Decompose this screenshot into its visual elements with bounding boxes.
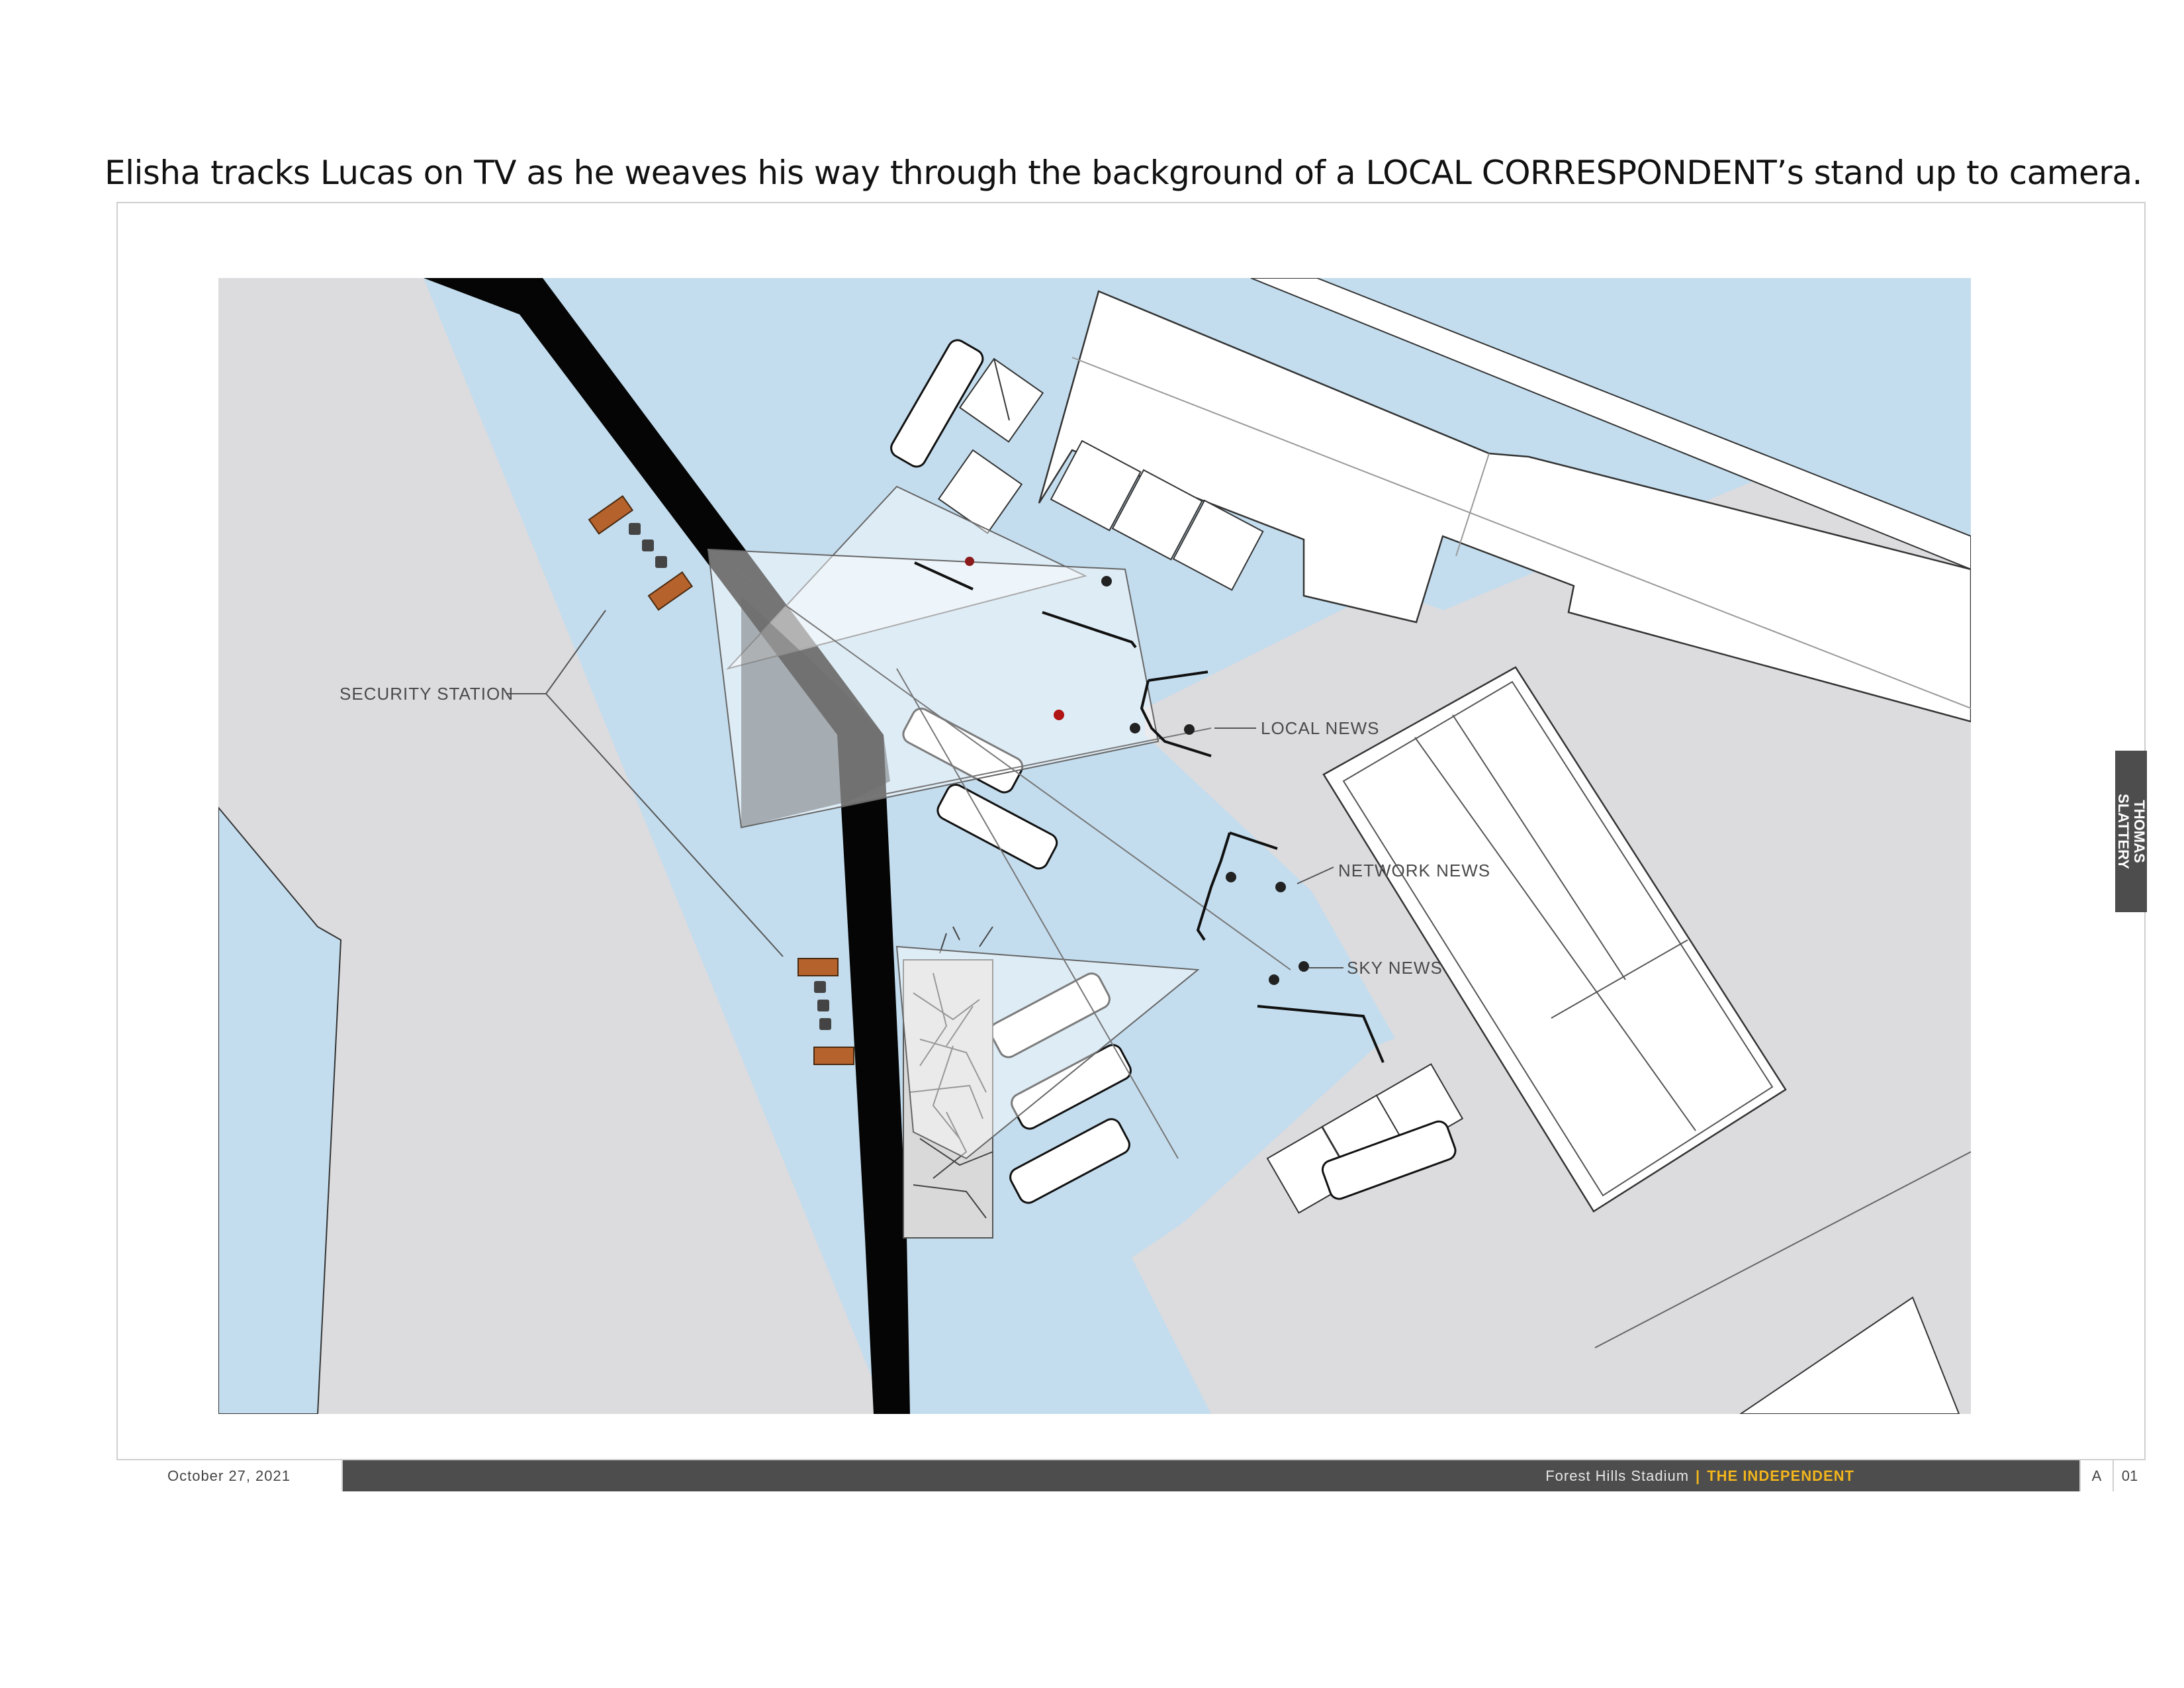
water-right-band bbox=[1251, 278, 1971, 543]
court-line-1 bbox=[1414, 737, 1696, 1131]
truck-bottom-right bbox=[1321, 1120, 1457, 1200]
truck-low-2 bbox=[1011, 1044, 1132, 1130]
sight-lines bbox=[707, 549, 1291, 1159]
tennis-court-inner bbox=[1342, 680, 1774, 1197]
footer-sheet-number: 01 bbox=[2113, 1460, 2146, 1491]
footer-sheet-letter: A bbox=[2079, 1460, 2113, 1491]
stand-rule-2 bbox=[1455, 453, 1490, 557]
author-tab-text: THOMAS SLATTERY bbox=[2115, 794, 2148, 869]
lucas-marker bbox=[1054, 710, 1064, 720]
tent-group-top bbox=[937, 357, 1264, 591]
scene-caption: Elisha tracks Lucas on TV as he weaves h… bbox=[105, 154, 2142, 192]
author-tab: THOMAS SLATTERY bbox=[2115, 751, 2148, 912]
water-left-strip bbox=[218, 806, 342, 1414]
stand-rule-1 bbox=[1071, 357, 1971, 709]
footer-separator: | bbox=[1696, 1467, 1701, 1484]
truck-low-1 bbox=[989, 972, 1111, 1058]
benches bbox=[588, 495, 854, 1065]
court-line-2 bbox=[1452, 714, 1626, 980]
author-last-name: SLATTERY bbox=[2115, 794, 2132, 869]
label-sky-news: SKY NEWS bbox=[1347, 958, 1443, 978]
trucks bbox=[890, 339, 1457, 1204]
bench-bins bbox=[629, 523, 831, 1030]
footer-date: October 27, 2021 bbox=[116, 1460, 343, 1491]
lower-structure bbox=[1739, 1296, 1960, 1414]
truck-top bbox=[890, 339, 984, 468]
ground-left bbox=[218, 278, 887, 1414]
title-block: October 27, 2021 Forest Hills Stadium | … bbox=[116, 1459, 2146, 1491]
tennis-court bbox=[1322, 666, 1787, 1213]
camera-markers bbox=[1101, 576, 1309, 985]
tree-branches bbox=[909, 926, 993, 1219]
author-first-name: THOMAS bbox=[2131, 800, 2148, 863]
frustum-c bbox=[895, 945, 1200, 1160]
label-network-news: NETWORK NEWS bbox=[1338, 861, 1490, 880]
frustum-wall-overlap bbox=[741, 596, 890, 827]
label-local-news: LOCAL NEWS bbox=[1261, 718, 1380, 738]
red-marker-top bbox=[965, 557, 974, 566]
truck-low-3 bbox=[1009, 1118, 1130, 1204]
footer-bar: Forest Hills Stadium | THE INDEPENDENT bbox=[343, 1460, 2079, 1491]
label-security-station: SECURITY STATION bbox=[340, 684, 514, 704]
truck-mid-2 bbox=[936, 783, 1058, 870]
perimeter-wall bbox=[424, 278, 910, 1414]
leader-lines bbox=[507, 610, 1343, 968]
tree-patch bbox=[903, 959, 993, 1239]
truck-mid-1 bbox=[902, 707, 1024, 794]
overhead-plan: SECURITY STATION LOCAL NEWS NETWORK NEWS… bbox=[218, 278, 1971, 1414]
court-line-3 bbox=[1551, 939, 1688, 1019]
footer-venue: Forest Hills Stadium bbox=[1545, 1467, 1690, 1484]
frustum-a bbox=[725, 485, 1087, 670]
stadium-stand-band bbox=[1250, 278, 1971, 571]
lower-rule bbox=[1594, 1151, 1971, 1348]
barriers bbox=[914, 561, 1385, 1063]
footer-brand: THE INDEPENDENT bbox=[1707, 1467, 1854, 1484]
